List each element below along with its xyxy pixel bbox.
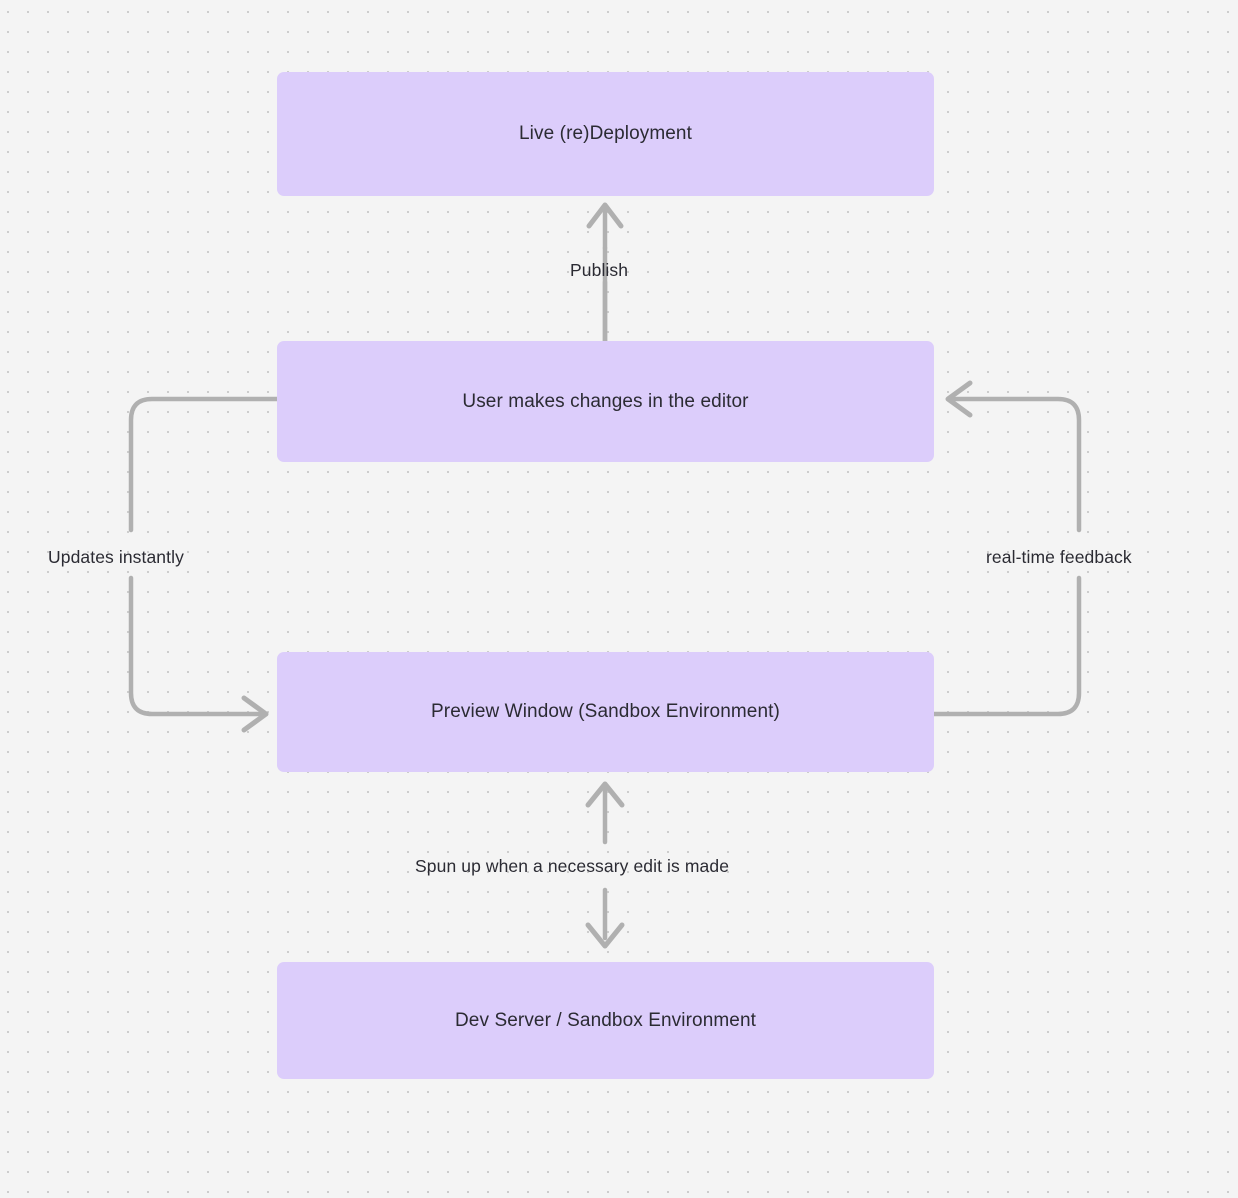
node-preview-window[interactable]: Preview Window (Sandbox Environment): [277, 652, 934, 772]
node-dev-server[interactable]: Dev Server / Sandbox Environment: [277, 962, 934, 1079]
edge-label-updates-instantly: Updates instantly: [48, 547, 184, 567]
node-label: Dev Server / Sandbox Environment: [454, 1009, 756, 1031]
edge-label-real-time-feedback: real-time feedback: [986, 547, 1132, 567]
edge-label-spun-up: Spun up when a necessary edit is made: [415, 856, 730, 876]
edge-label-publish: Publish: [570, 260, 629, 280]
node-label: User makes changes in the editor: [462, 390, 749, 412]
node-label: Preview Window (Sandbox Environment): [431, 701, 780, 723]
node-live-redeployment[interactable]: Live (re)Deployment: [277, 72, 934, 196]
node-user-makes-changes[interactable]: User makes changes in the editor: [277, 341, 934, 462]
node-label: Live (re)Deployment: [519, 123, 692, 145]
